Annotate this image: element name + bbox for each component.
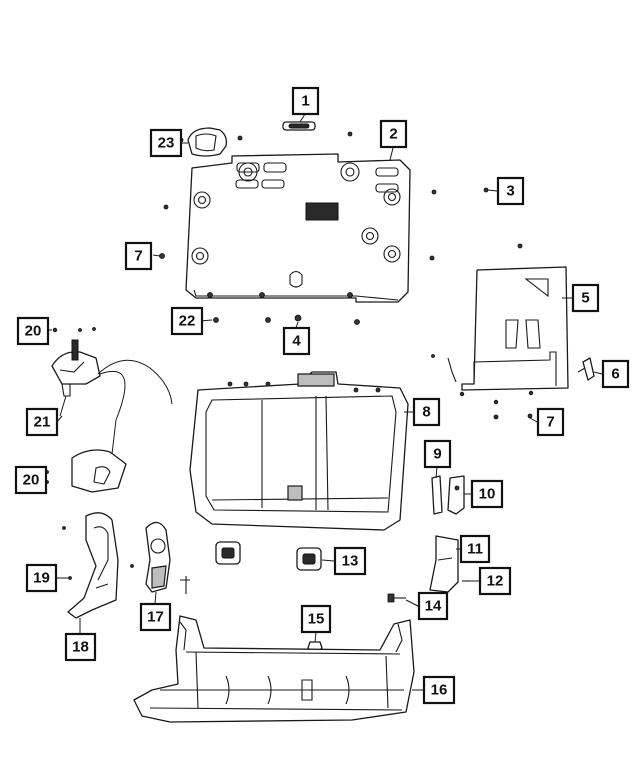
callout-10-label: 10 bbox=[479, 486, 496, 503]
callout-17-label: 17 bbox=[147, 609, 164, 626]
part-11-shield bbox=[429, 535, 459, 593]
callout-23-label: 23 bbox=[158, 135, 175, 152]
callout-4-label: 4 bbox=[292, 333, 301, 350]
callout-5: 5 bbox=[571, 283, 600, 313]
part-18-19-recliner-cover bbox=[62, 512, 119, 619]
part-17-recliner-cover bbox=[130, 521, 190, 594]
callout-10: 10 bbox=[470, 479, 504, 509]
callout-12: 12 bbox=[478, 566, 512, 596]
callout-9: 9 bbox=[423, 439, 452, 469]
callout-20-top-label: 20 bbox=[25, 323, 42, 340]
callout-17: 17 bbox=[139, 602, 172, 632]
callout-4: 4 bbox=[282, 326, 311, 356]
callout-7-left: 7 bbox=[124, 241, 153, 271]
link-rod bbox=[447, 357, 457, 383]
callout-21: 21 bbox=[25, 407, 59, 437]
callout-20-top: 20 bbox=[16, 316, 50, 346]
callout-13: 13 bbox=[333, 546, 367, 576]
callout-23: 23 bbox=[149, 128, 183, 158]
callout-7-right-label: 7 bbox=[546, 414, 554, 431]
callout-20-bottom: 20 bbox=[14, 465, 48, 495]
callout-11-label: 11 bbox=[467, 541, 483, 558]
callout-16-label: 16 bbox=[431, 682, 448, 699]
callout-11: 11 bbox=[459, 534, 491, 564]
callout-2-label: 2 bbox=[389, 126, 397, 143]
callout-13-label: 13 bbox=[342, 553, 359, 570]
part-16-seat-frame bbox=[133, 615, 415, 723]
callout-15: 15 bbox=[300, 604, 332, 634]
callout-20-bottom-label: 20 bbox=[23, 472, 40, 489]
callout-9-label: 9 bbox=[433, 446, 441, 463]
callout-6-label: 6 bbox=[611, 366, 619, 383]
callout-3-label: 3 bbox=[506, 183, 514, 200]
callout-1-label: 1 bbox=[301, 93, 309, 110]
callout-6: 6 bbox=[601, 359, 630, 389]
callout-8-label: 8 bbox=[422, 404, 430, 421]
part-5-side-panel bbox=[461, 266, 569, 391]
part-2-back-panel bbox=[185, 153, 411, 303]
part-20-handle-assembly bbox=[45, 327, 127, 493]
part-1-latch-handle bbox=[282, 121, 316, 131]
callout-14: 14 bbox=[417, 591, 449, 621]
part-8-seatback-frame bbox=[189, 371, 409, 531]
callout-14-label: 14 bbox=[425, 598, 442, 615]
callout-1: 1 bbox=[291, 86, 320, 116]
callout-18-label: 18 bbox=[72, 639, 89, 656]
part-14-bolt bbox=[387, 593, 406, 603]
part-13-bezel bbox=[215, 541, 322, 571]
callout-19-label: 19 bbox=[33, 570, 50, 587]
part-6-bracket bbox=[577, 357, 595, 381]
callout-7-left-label: 7 bbox=[134, 248, 142, 265]
callout-15-label: 15 bbox=[308, 611, 325, 628]
part-9-bracket bbox=[431, 475, 443, 515]
callout-8: 8 bbox=[412, 397, 441, 427]
callout-5-label: 5 bbox=[581, 290, 589, 307]
callout-12-label: 12 bbox=[487, 573, 504, 590]
part-23-cover bbox=[187, 127, 228, 157]
callout-2: 2 bbox=[379, 119, 408, 149]
callout-22-label: 22 bbox=[179, 313, 196, 330]
callout-22: 22 bbox=[170, 306, 204, 336]
callout-16: 16 bbox=[422, 675, 456, 705]
part-21-recliner-cable bbox=[51, 339, 173, 455]
callout-18: 18 bbox=[64, 632, 97, 662]
callout-21-label: 21 bbox=[34, 414, 51, 431]
callout-3: 3 bbox=[496, 176, 525, 206]
callout-7-right: 7 bbox=[536, 407, 565, 437]
callout-19: 19 bbox=[25, 563, 58, 593]
part-10-trim-cover bbox=[447, 475, 465, 515]
